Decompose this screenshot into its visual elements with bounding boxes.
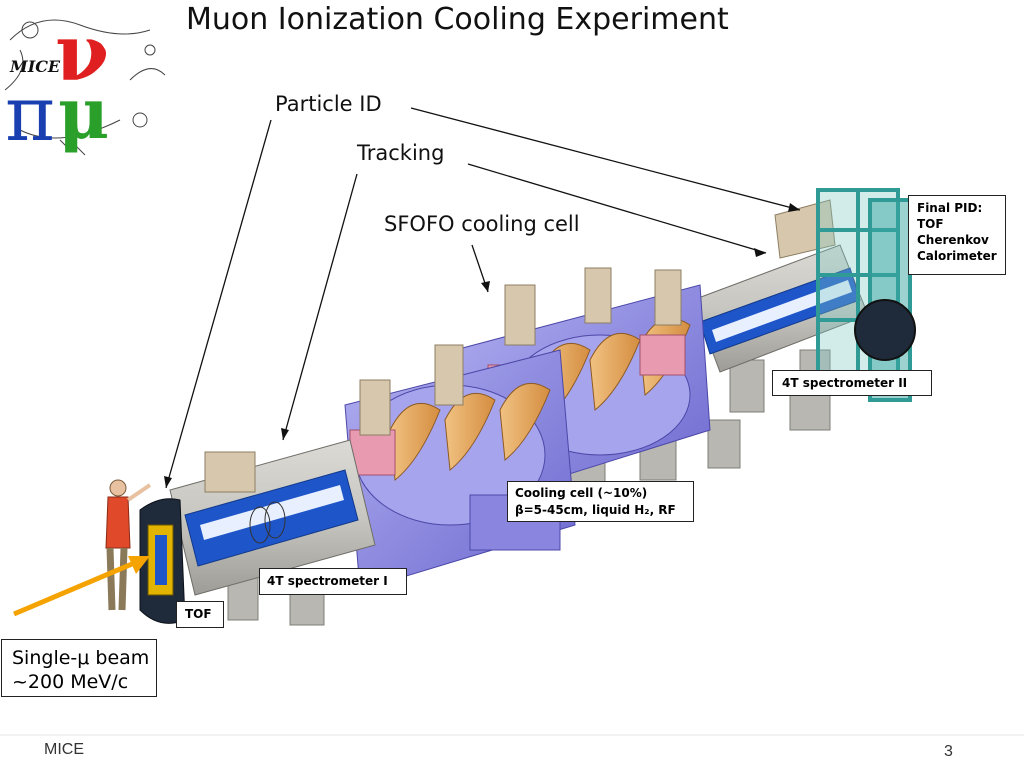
logo-mu-glyph: μ — [58, 72, 109, 155]
callout-final-pid: Final PID: TOF Cherenkov Calorimeter — [908, 195, 1006, 275]
final-pid-line-3: Cherenkov — [917, 233, 989, 247]
final-pid-line-4: Calorimeter — [917, 249, 997, 263]
beam-arrow — [13, 556, 150, 617]
spectrometer-2-label: 4T spectrometer II — [782, 376, 908, 390]
final-pid-line-1: Final PID: — [917, 201, 983, 215]
beam-line-1: Single-μ beam — [12, 647, 150, 669]
label-tracking: Tracking — [357, 141, 445, 165]
callout-spectrometer-1: 4T spectrometer I — [259, 568, 407, 595]
spectrometer-1 — [169, 439, 376, 596]
callout-beam: Single-μ beam ~200 MeV/c — [1, 639, 157, 697]
beam-line-2: ~200 MeV/c — [12, 671, 129, 693]
footer-left-text: MICE — [44, 741, 84, 758]
logo-pi-glyph: π — [5, 69, 55, 158]
tof-label: TOF — [185, 607, 212, 621]
callout-tof: TOF — [176, 601, 224, 628]
label-particle-id: Particle ID — [275, 92, 382, 116]
logo-tracks — [4, 19, 166, 156]
mice-logo: MICE π ν μ — [4, 8, 166, 158]
cooling-cell-line-2: β=5-45cm, liquid H₂, RF — [515, 503, 676, 517]
logo-nu-glyph: ν — [55, 8, 109, 99]
tof-detector — [139, 498, 186, 624]
sfofo-cell-middle — [344, 344, 576, 591]
label-sfofo-cooling-cell: SFOFO cooling cell — [384, 212, 580, 236]
page-number: 3 — [944, 743, 953, 760]
slide-title: Muon Ionization Cooling Experiment — [186, 2, 729, 37]
final-pid-frame — [816, 188, 916, 402]
callout-spectrometer-2: 4T spectrometer II — [772, 370, 932, 396]
cooling-cell-line-1: Cooling cell (~10%) — [515, 486, 648, 500]
logo-text: MICE — [9, 57, 61, 76]
spectrometer-1-label: 4T spectrometer I — [267, 574, 388, 588]
final-pid-line-2: TOF — [917, 217, 944, 231]
pointer-arrowheads — [164, 203, 800, 488]
person-figure — [105, 479, 152, 611]
callout-cooling-cell: Cooling cell (~10%) β=5-45cm, liquid H₂,… — [507, 481, 694, 522]
pointer-lines — [165, 107, 801, 489]
